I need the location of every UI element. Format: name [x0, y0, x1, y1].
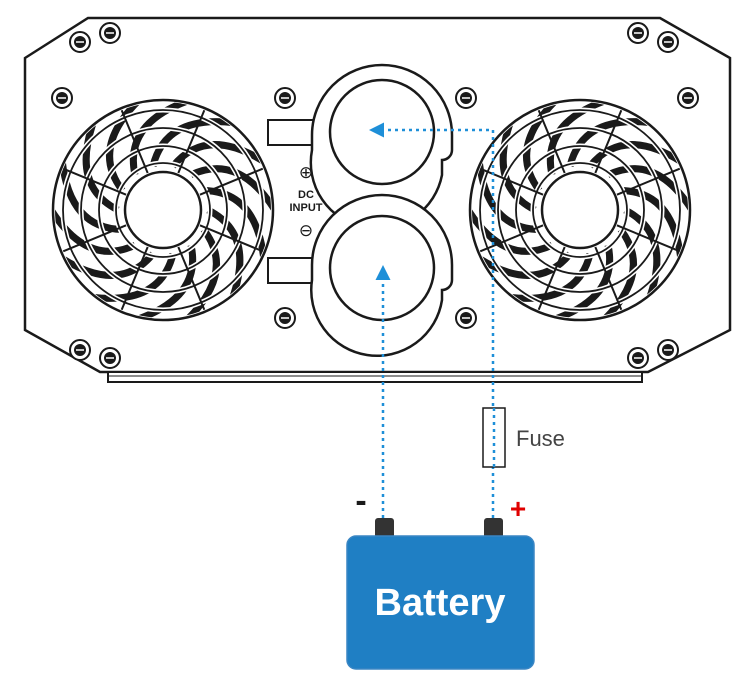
battery-positive-sign: +	[510, 493, 526, 524]
screws	[51, 22, 699, 369]
screw	[627, 22, 649, 44]
screw	[657, 339, 679, 361]
terminal-tab-negative	[267, 257, 319, 284]
wiring	[369, 122, 495, 518]
screw	[274, 87, 296, 109]
screw	[69, 31, 91, 53]
battery: Battery - +	[346, 482, 535, 670]
dc-input-label-line1: DC	[298, 189, 314, 201]
screw	[657, 31, 679, 53]
screw	[69, 339, 91, 361]
battery-terminal-negative	[375, 518, 394, 538]
inverter-base-rail	[107, 371, 643, 383]
inverter-panel: ⊕ DC INPUT ⊖	[23, 16, 732, 383]
dc-input-label-line2: INPUT	[290, 202, 323, 214]
screw	[627, 347, 649, 369]
terminal-tab-positive	[267, 119, 319, 146]
wire-positive	[369, 122, 495, 518]
screw	[99, 347, 121, 369]
fuse: Fuse	[482, 407, 565, 468]
screw	[455, 87, 477, 109]
screw	[274, 307, 296, 329]
battery-terminal-positive	[484, 518, 503, 538]
fan-grille-right	[468, 98, 692, 322]
screw	[51, 87, 73, 109]
fan-grille-left	[51, 98, 275, 322]
battery-label: Battery	[375, 582, 506, 624]
battery-negative-sign: -	[355, 482, 366, 520]
fuse-label: Fuse	[516, 426, 565, 451]
screw	[677, 87, 699, 109]
screw	[99, 22, 121, 44]
battery-body	[346, 535, 535, 670]
screw	[455, 307, 477, 329]
negative-symbol: ⊖	[299, 221, 313, 241]
positive-symbol: ⊕	[299, 163, 313, 183]
